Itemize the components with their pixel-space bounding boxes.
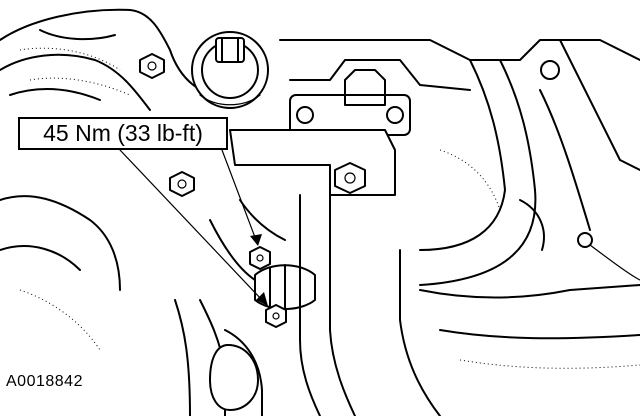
torque-callout-label: 45 Nm (33 lb-ft) [43, 120, 203, 146]
coolant-pipe [299, 194, 356, 416]
lower-left-components [0, 195, 263, 416]
hex-bolt-icon [265, 304, 287, 328]
hose-connector [209, 199, 316, 310]
torque-callout: 45 Nm (33 lb-ft) [18, 117, 228, 150]
hex-bolt-icon [169, 171, 195, 197]
arrowhead [256, 292, 268, 306]
lower-right-structure [399, 249, 640, 416]
hex-bolt-icon [249, 246, 271, 270]
transmission-housing [279, 39, 640, 286]
engine-block-upper-left [0, 8, 231, 111]
callout-leader-lines [119, 149, 268, 306]
mounting-bracket [229, 69, 396, 196]
hex-bolt-icon [139, 53, 165, 79]
arrowhead [250, 234, 262, 246]
oil-filler-cap [191, 31, 269, 109]
figure-id: A0018842 [6, 373, 83, 390]
